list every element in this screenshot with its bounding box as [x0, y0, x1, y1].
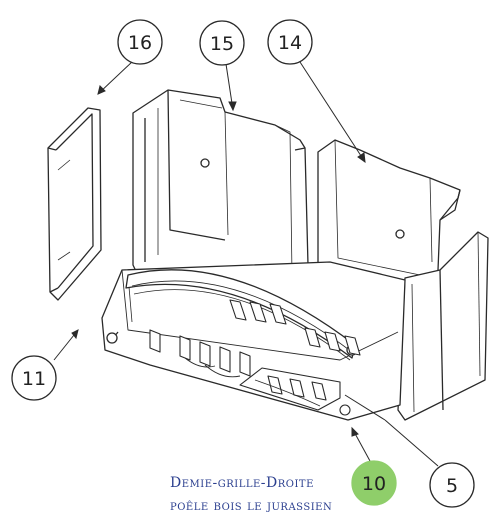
arrowhead-15 — [228, 101, 237, 112]
callout-5: 5 — [429, 462, 475, 508]
leader-line-5b — [344, 394, 386, 421]
callout-circle-5 — [429, 462, 475, 508]
callout-label-14: 14 — [278, 32, 302, 54]
callout-10: 10 — [351, 460, 397, 506]
callout-circle-16 — [117, 19, 163, 65]
part-10-right-half-grate — [239, 327, 361, 416]
arrowhead-16 — [97, 85, 106, 95]
callout-circle-15 — [199, 20, 245, 66]
leader-line-14 — [299, 61, 366, 163]
arrowhead-14 — [357, 152, 366, 164]
caption-part-name: Demie-grille-Droite — [170, 475, 314, 491]
callout-11: 11 — [11, 355, 57, 401]
part-15-back-plate — [132, 89, 309, 301]
callout-15: 15 — [199, 20, 245, 66]
callout-circle-11 — [11, 355, 57, 401]
arrowhead-10 — [351, 426, 359, 437]
caption-product-name: poêle bois le jurassien — [170, 498, 333, 514]
callout-16: 16 — [117, 19, 163, 65]
left-half-grate — [149, 299, 287, 378]
callout-circle-14 — [267, 19, 313, 65]
callouts: 16 15 14 11 10 5 — [11, 19, 475, 508]
part-5-side-wall — [397, 231, 489, 421]
leader-lines — [53, 60, 439, 467]
callout-label-11: 11 — [22, 368, 46, 390]
arrowhead-11 — [71, 329, 79, 340]
leader-line-16 — [97, 60, 134, 95]
callout-label-5: 5 — [446, 475, 458, 497]
callout-label-15: 15 — [210, 33, 234, 55]
callout-label-16: 16 — [128, 32, 152, 54]
part-16-side-plate — [47, 107, 102, 301]
callout-label-10: 10 — [362, 473, 386, 495]
callout-14: 14 — [267, 19, 313, 65]
callout-circle-10-highlighted — [351, 460, 397, 506]
leader-line-5 — [384, 419, 439, 467]
